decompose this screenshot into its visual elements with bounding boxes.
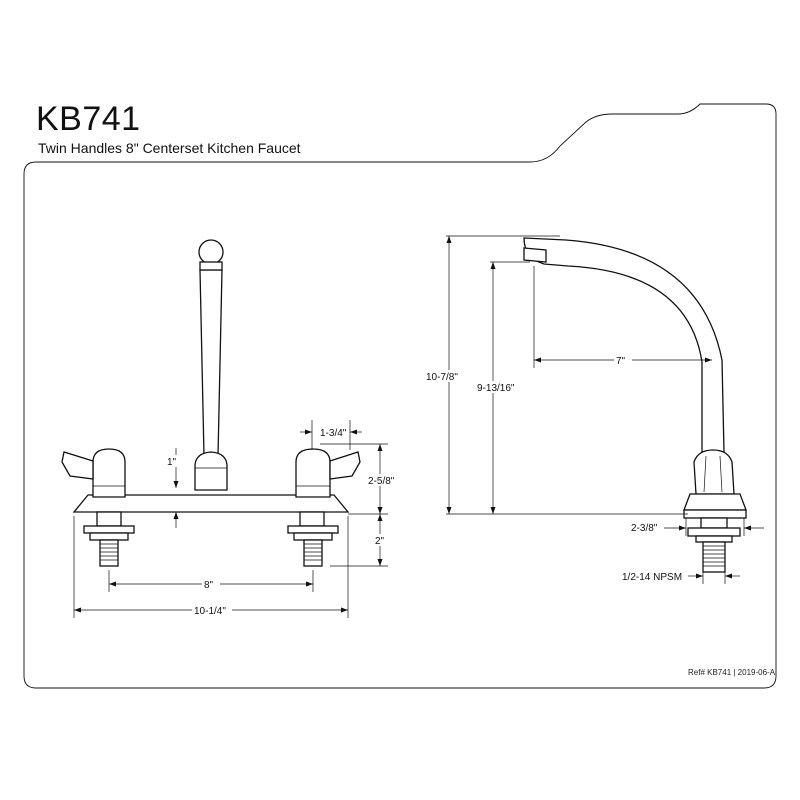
dim-handle-width: 1-3/4" xyxy=(320,428,347,439)
dim-total-height: 10-7/8" xyxy=(426,372,458,383)
reference-number: Ref# KB741 | 2019-06-A xyxy=(688,668,776,677)
side-view-faucet xyxy=(523,237,747,573)
dim-shank-length: 2" xyxy=(375,536,385,547)
model-title: KB741 xyxy=(36,100,141,138)
dim-deck-height: 2-5/8" xyxy=(368,476,395,487)
dim-thread: 1/2-14 NPSM xyxy=(622,572,682,583)
label-mask xyxy=(475,381,519,393)
label-mask xyxy=(202,578,220,590)
label-mask xyxy=(372,534,394,546)
dim-spout-reach: 7" xyxy=(616,356,626,367)
label-mask xyxy=(164,455,186,467)
label-mask xyxy=(366,474,402,486)
drawing-frame xyxy=(23,103,777,689)
dim-center-spacing: 8" xyxy=(204,580,214,591)
label-mask xyxy=(424,370,470,382)
dim-base-diameter: 2-3/8" xyxy=(631,523,658,534)
dim-handle-height: 1" xyxy=(167,457,177,468)
dim-overall-width: 10-1/4" xyxy=(194,606,226,617)
label-mask xyxy=(614,354,632,366)
front-view-faucet xyxy=(61,239,361,567)
dim-spout-height: 9-13/16" xyxy=(477,383,515,394)
label-mask xyxy=(192,604,232,616)
side-view-dimensions xyxy=(446,235,764,584)
front-view-threads xyxy=(100,543,322,561)
product-description: Twin Handles 8" Centerset Kitchen Faucet xyxy=(38,140,301,156)
